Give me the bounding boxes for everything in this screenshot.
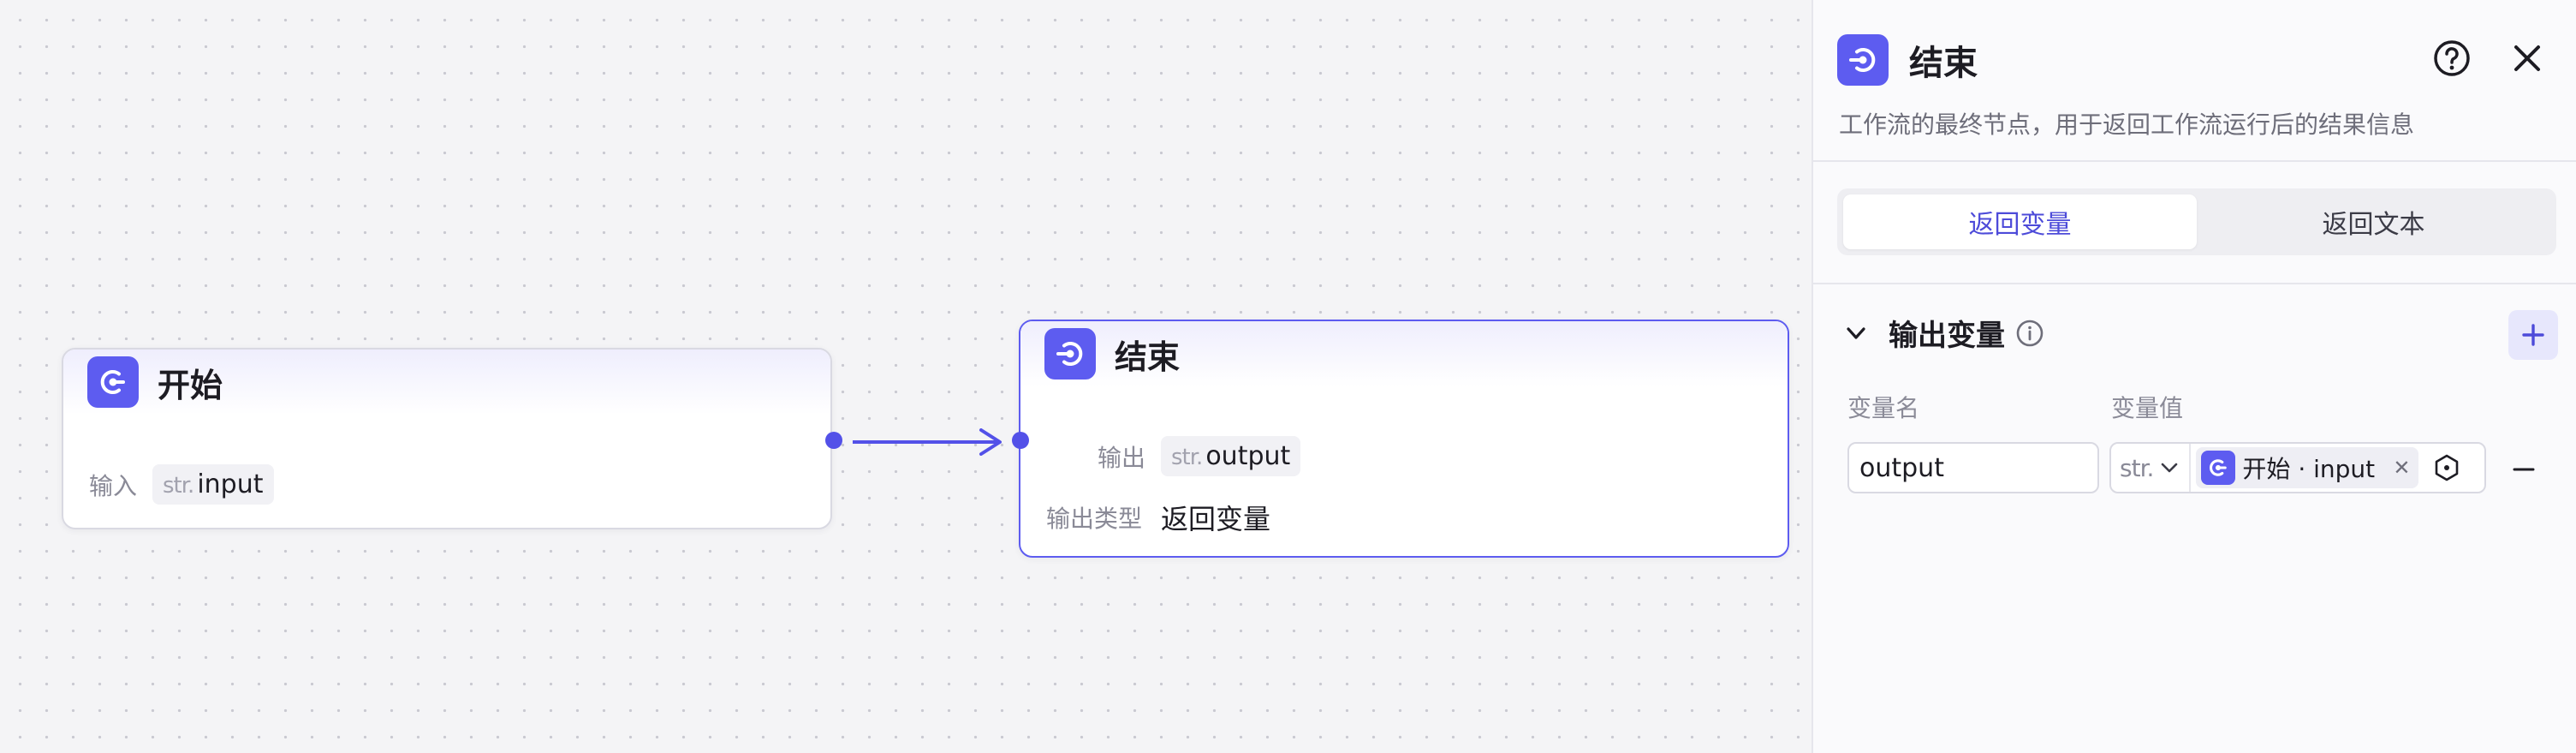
- end-node-input-port[interactable]: [1012, 432, 1029, 449]
- panel-header: 结束: [1837, 34, 1978, 86]
- column-variable-name: 变量名: [1847, 394, 1920, 422]
- end-node-output-type-row: 输出类型 返回变量: [1046, 498, 1270, 537]
- column-variable-value: 变量值: [2111, 394, 2184, 422]
- workflow-canvas[interactable]: 开始 输入 str. input 结束 输出: [0, 0, 1812, 753]
- reference-label: 开始 · input: [2242, 455, 2376, 483]
- remove-variable-button[interactable]: [2507, 452, 2541, 487]
- param-name: input: [197, 469, 264, 499]
- param-type: str.: [1171, 445, 1203, 470]
- param-type: str.: [163, 473, 194, 499]
- info-icon[interactable]: [2015, 319, 2044, 348]
- output-variables-section-header[interactable]: 输出变量: [1844, 312, 2044, 354]
- param-name: output: [1205, 441, 1291, 471]
- panel-description: 工作流的最终节点，用于返回工作流运行后的结果信息: [1839, 111, 2415, 139]
- output-param-chip: str. output: [1161, 436, 1301, 476]
- connection-edge[interactable]: [853, 428, 1007, 456]
- start-node[interactable]: 开始 输入 str. input: [62, 348, 832, 529]
- variable-type: str.: [2120, 453, 2154, 482]
- chevron-down-icon[interactable]: [1844, 321, 1868, 345]
- variable-type-select[interactable]: str.: [2111, 444, 2192, 492]
- start-node-input-row: 输入 str. input: [89, 464, 274, 505]
- tab-return-variable[interactable]: 返回变量: [1843, 194, 2197, 249]
- chevron-down-icon: [2162, 463, 2178, 473]
- end-node-title: 结束: [1115, 338, 1181, 376]
- add-variable-button[interactable]: [2508, 310, 2558, 360]
- panel-divider: [1813, 160, 2576, 162]
- start-node-header: 开始: [63, 350, 830, 415]
- variable-name-input[interactable]: [1847, 442, 2099, 493]
- end-node-icon: [1044, 328, 1096, 379]
- end-node-output-row: 输出 str. output: [1098, 436, 1301, 476]
- node-config-panel: 结束 工作流的最终节点，用于返回工作流运行后的结果信息 返回变量 返回文本 输出…: [1812, 0, 2576, 753]
- output-label: 输出: [1098, 443, 1146, 472]
- tab-return-text[interactable]: 返回文本: [2322, 210, 2425, 240]
- variable-picker-icon[interactable]: [2432, 453, 2461, 482]
- output-type-label: 输出类型: [1046, 505, 1143, 533]
- end-node-header: 结束: [1020, 321, 1788, 386]
- start-node-output-port[interactable]: [825, 432, 842, 449]
- output-type-value: 返回变量: [1161, 503, 1271, 535]
- remove-reference-icon[interactable]: ✕: [2393, 456, 2411, 480]
- variable-reference-tag[interactable]: 开始 · input ✕: [2196, 447, 2419, 488]
- input-label: 输入: [89, 471, 138, 500]
- plus-icon: [2522, 324, 2544, 346]
- minus-icon: [2513, 468, 2535, 471]
- close-icon[interactable]: [2507, 38, 2548, 79]
- start-node-icon: [2201, 451, 2236, 485]
- start-node-title: 开始: [158, 366, 223, 404]
- end-node-icon: [1837, 34, 1889, 86]
- panel-divider: [1813, 283, 2576, 284]
- help-icon[interactable]: [2431, 38, 2472, 79]
- return-mode-tabs: 返回变量 返回文本: [1837, 188, 2556, 255]
- variable-value-field[interactable]: str. 开始 · input ✕: [2109, 442, 2486, 493]
- start-node-icon: [87, 356, 139, 408]
- input-param-chip: str. input: [152, 464, 274, 505]
- section-title: 输出变量: [1889, 319, 2005, 353]
- end-node[interactable]: 结束 输出 str. output 输出类型 返回变量: [1019, 320, 1789, 558]
- panel-title: 结束: [1909, 44, 1978, 83]
